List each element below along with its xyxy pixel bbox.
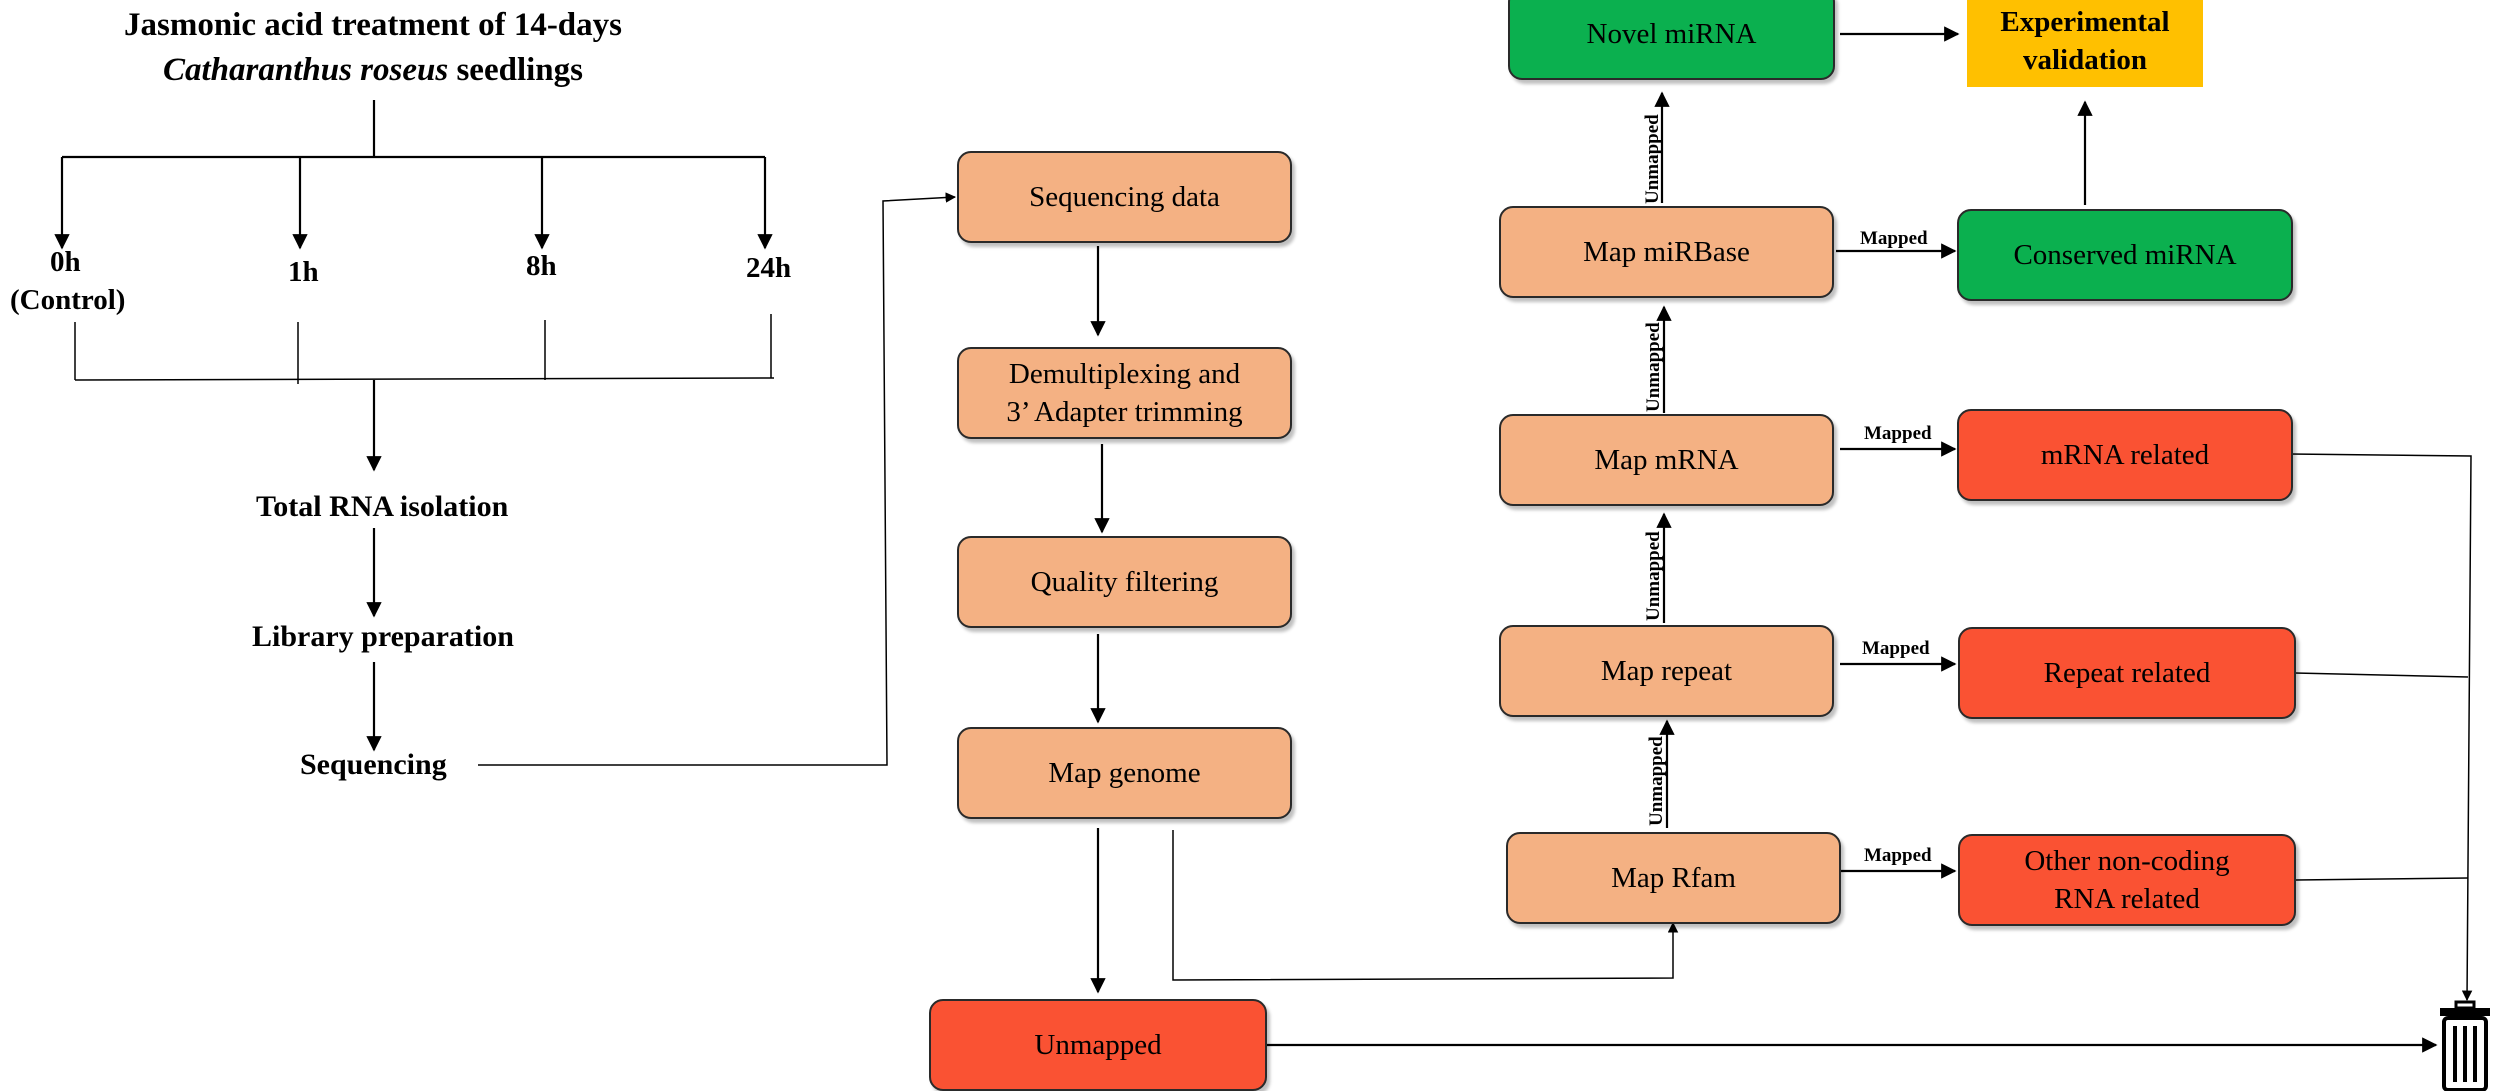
map-rfam-box: Map Rfam: [1506, 832, 1841, 924]
novel-mirna-label: Novel miRNA: [1586, 18, 1757, 50]
novel-mirna-box: Novel miRNA: [1508, 0, 1835, 80]
timepoint-24h: 24h: [746, 252, 792, 284]
other-ncrna-label-line1: Other non-coding: [2024, 845, 2230, 877]
unmapped-label: Unmapped: [1034, 1029, 1162, 1061]
demultiplexing-label-line2: 3’ Adapter trimming: [1006, 396, 1243, 428]
demultiplexing-box: Demultiplexing and 3’ Adapter trimming: [957, 347, 1292, 439]
map-mrna-label: Map mRNA: [1594, 444, 1739, 476]
map-genome-label: Map genome: [1048, 757, 1201, 789]
map-mirbase-box: Map miRBase: [1499, 206, 1834, 298]
map-mrna-box: Map mRNA: [1499, 414, 1834, 506]
other-ncrna-label-line2: RNA related: [2054, 883, 2200, 915]
mrna-related-box: mRNA related: [1957, 409, 2293, 501]
timepoint-8h: 8h: [526, 250, 557, 282]
timepoint-1h: 1h: [288, 256, 319, 288]
mapped-label-mirbase: Mapped: [1860, 228, 1928, 249]
species-name: Catharanthus roseus: [162, 52, 449, 88]
step-sequencing: Sequencing: [300, 748, 447, 781]
step-library-preparation: Library preparation: [252, 620, 514, 653]
map-mirbase-label: Map miRBase: [1583, 236, 1750, 268]
unmapped-box: Unmapped: [929, 999, 1267, 1091]
mrna-related-label: mRNA related: [2040, 439, 2210, 471]
quality-filtering-box: Quality filtering: [957, 536, 1292, 628]
step-total-rna-isolation: Total RNA isolation: [256, 490, 509, 523]
species-suffix: seedlings: [448, 52, 583, 88]
experimental-validation-line2: validation: [2022, 44, 2148, 76]
unmapped-label-mirbase: Unmapped: [1642, 114, 1663, 204]
unmapped-label-rfam: Unmapped: [1646, 736, 1667, 826]
sequencing-data-box: Sequencing data: [957, 151, 1292, 243]
repeat-related-box: Repeat related: [1958, 627, 2296, 719]
mapped-label-mrna: Mapped: [1864, 423, 1932, 444]
map-repeat-box: Map repeat: [1499, 625, 1834, 717]
demultiplexing-label-line1: Demultiplexing and: [1008, 358, 1241, 390]
trash-can-icon: [2440, 1000, 2490, 1091]
repeat-related-label: Repeat related: [2043, 657, 2211, 689]
experimental-validation-line1: Experimental: [2000, 6, 2170, 38]
conserved-mirna-label: Conserved miRNA: [2013, 239, 2237, 271]
unmapped-label-repeat: Unmapped: [1643, 531, 1664, 621]
unmapped-label-mrna: Unmapped: [1643, 322, 1664, 412]
map-repeat-label: Map repeat: [1600, 655, 1733, 687]
mapped-label-repeat: Mapped: [1862, 638, 1930, 659]
sequencing-data-label: Sequencing data: [1029, 181, 1220, 213]
timepoint-0h: 0h: [50, 246, 81, 278]
experiment-title-line1: Jasmonic acid treatment of 14-days: [124, 7, 622, 43]
experiment-title-line2: Catharanthus roseus seedlings: [90, 50, 656, 90]
control-label: (Control): [10, 284, 126, 316]
experimental-validation-box: Experimental validation: [1967, 0, 2203, 87]
mapped-label-rfam: Mapped: [1864, 845, 1932, 866]
quality-filtering-label: Quality filtering: [1030, 566, 1219, 598]
map-rfam-label: Map Rfam: [1611, 862, 1736, 894]
other-ncrna-box: Other non-coding RNA related: [1958, 834, 2296, 926]
conserved-mirna-box: Conserved miRNA: [1957, 209, 2293, 301]
map-genome-box: Map genome: [957, 727, 1292, 819]
